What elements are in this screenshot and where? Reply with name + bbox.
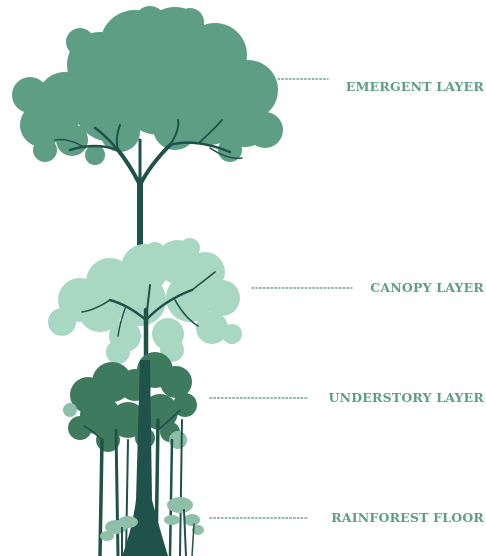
label-understory-layer: UNDERSTORY LAYER [329, 390, 484, 405]
emergent-crown [12, 6, 283, 165]
emergent-tree [12, 6, 283, 258]
label-rainforest-floor: RAINFOREST FLOOR [331, 510, 484, 525]
label-canopy-layer: CANOPY LAYER [370, 280, 484, 295]
label-emergent-layer: EMERGENT LAYER [346, 79, 484, 94]
canopy-tree [48, 238, 242, 364]
